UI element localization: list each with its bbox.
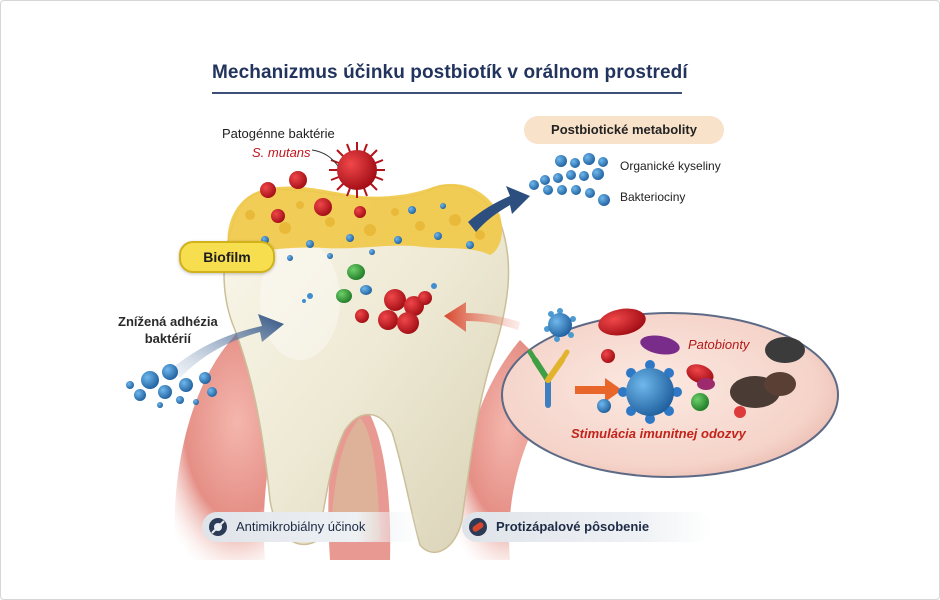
immune-cell-small-icon bbox=[544, 308, 576, 342]
internal-cells bbox=[302, 264, 437, 334]
footer-antimicrobial: Antimikrobiálny účinok bbox=[202, 512, 422, 542]
biofilm-layer bbox=[227, 183, 502, 261]
metabolite-arrow bbox=[468, 186, 530, 232]
immune-stimulation-label: Stimulácia imunitnej odozvy bbox=[571, 426, 746, 441]
microbe-icon bbox=[730, 337, 805, 418]
s-mutans-label: S. mutans bbox=[252, 145, 311, 160]
bacteriocins-label: Bakteriociny bbox=[620, 190, 686, 204]
reduced-adhesion-label: Znížená adhézia baktérií bbox=[118, 313, 218, 347]
s-mutans-icon bbox=[329, 142, 385, 198]
reduced-adhesion-line1: Znížená adhézia bbox=[118, 314, 218, 329]
bacteria-cluster-icon bbox=[126, 364, 217, 408]
pathogenic-bacteria-label: Patogénne baktérie bbox=[222, 126, 335, 141]
pathobionts-label: Patobionty bbox=[688, 337, 750, 352]
capsule-icon bbox=[598, 308, 646, 336]
metabolite-icon bbox=[529, 153, 610, 206]
immune-cell-icon bbox=[618, 360, 682, 424]
anti-inflammatory-label: Protizápalové pôsobenie bbox=[496, 519, 650, 534]
immune-arrow bbox=[444, 302, 520, 332]
organic-acids-label: Organické kyseliny bbox=[620, 159, 721, 173]
tooth bbox=[223, 184, 510, 554]
activation-arrow bbox=[575, 378, 622, 402]
antimicrobial-icon bbox=[209, 518, 227, 536]
biofilm-label: Biofilm bbox=[179, 241, 275, 273]
anti-inflammatory-icon bbox=[469, 518, 487, 536]
antibody-icon bbox=[527, 349, 570, 408]
postbiotic-metabolites-label: Postbiotické metabolity bbox=[524, 116, 724, 144]
antimicrobial-label: Antimikrobiálny účinok bbox=[236, 519, 366, 534]
pathogen-cluster bbox=[260, 171, 366, 223]
immune-inset bbox=[501, 308, 839, 478]
adhesion-arrow bbox=[170, 314, 284, 378]
page-title: Mechanizmus účinku postbiotík v orálnom … bbox=[212, 60, 688, 94]
reduced-adhesion-line2: baktérií bbox=[144, 331, 191, 346]
pointer-line bbox=[311, 149, 339, 167]
footer-anti-inflammatory: Protizápalové pôsobenie bbox=[462, 512, 712, 542]
